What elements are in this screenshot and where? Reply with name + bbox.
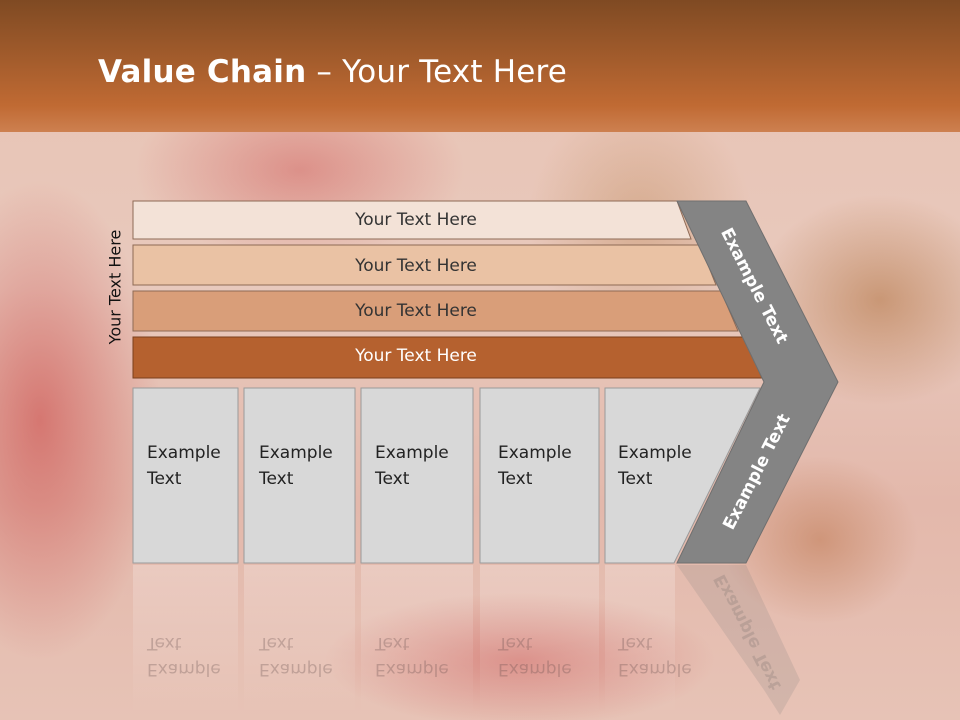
box-reflection-text-5-line2: Text <box>618 633 653 653</box>
box-reflection-1 <box>133 565 238 715</box>
row-label-1: Your Text Here <box>355 210 477 230</box>
box-reflection-text-4: Example Text <box>498 630 572 682</box>
box-reflection-text-2-line2: Text <box>259 633 294 653</box>
activity-box-5[interactable] <box>604 387 761 564</box>
box-reflection-2 <box>244 565 355 715</box>
slide-title: Value Chain – Your Text Here <box>98 54 567 90</box>
activity-box-3[interactable] <box>360 387 474 564</box>
box-label-1-line2: Text <box>147 469 182 489</box>
activity-box-2[interactable] <box>243 387 356 564</box>
box-label-5-line2: Text <box>618 469 653 489</box>
activity-box-4[interactable] <box>479 387 600 564</box>
chevron-reflection <box>677 565 800 715</box>
slide-title-bold: Value Chain <box>98 54 307 90</box>
title-bar <box>0 0 960 132</box>
box-reflection-text-5-line1: Example <box>618 659 692 679</box>
box-label-3-line1: Example <box>375 443 449 463</box>
box-label-4-line1: Example <box>498 443 572 463</box>
box-reflection-text-1-line1: Example <box>147 659 221 679</box>
row-label-4: Your Text Here <box>355 346 477 366</box>
box-reflection-text-2: Example Text <box>259 630 333 682</box>
box-reflection-3 <box>361 565 473 715</box>
row-bar-3[interactable] <box>132 290 739 332</box>
box-reflection-text-1: Example Text <box>147 630 221 682</box>
box-reflection-text-4-line1: Example <box>498 659 572 679</box>
row-label-3: Your Text Here <box>355 301 477 321</box>
box-reflection-text-5: Example Text <box>618 630 692 682</box>
box-label-3-line2: Text <box>375 469 410 489</box>
box-label-2-line1: Example <box>259 443 333 463</box>
box-reflection-text-2-line1: Example <box>259 659 333 679</box>
box-reflection-text-1-line2: Text <box>147 633 182 653</box>
box-reflection-5 <box>605 565 675 715</box>
row-label-2: Your Text Here <box>355 256 477 276</box>
box-reflection-text-4-line2: Text <box>498 633 533 653</box>
box-reflection-text-3: Example Text <box>375 630 449 682</box>
box-label-4-line2: Text <box>498 469 533 489</box>
box-reflection-text-3-line1: Example <box>375 659 449 679</box>
box-label-1-line1: Example <box>147 443 221 463</box>
chevron-arrow[interactable] <box>676 200 839 564</box>
activity-box-1[interactable] <box>132 387 239 564</box>
slide-title-rest: – Your Text Here <box>306 54 568 90</box>
row-bar-2[interactable] <box>132 244 717 286</box>
box-reflection-4 <box>480 565 599 715</box>
row-bar-1[interactable] <box>132 200 692 240</box>
box-label-5-line1: Example <box>618 443 692 463</box>
box-label-2-line2: Text <box>259 469 294 489</box>
box-reflection-text-3-line2: Text <box>375 633 410 653</box>
